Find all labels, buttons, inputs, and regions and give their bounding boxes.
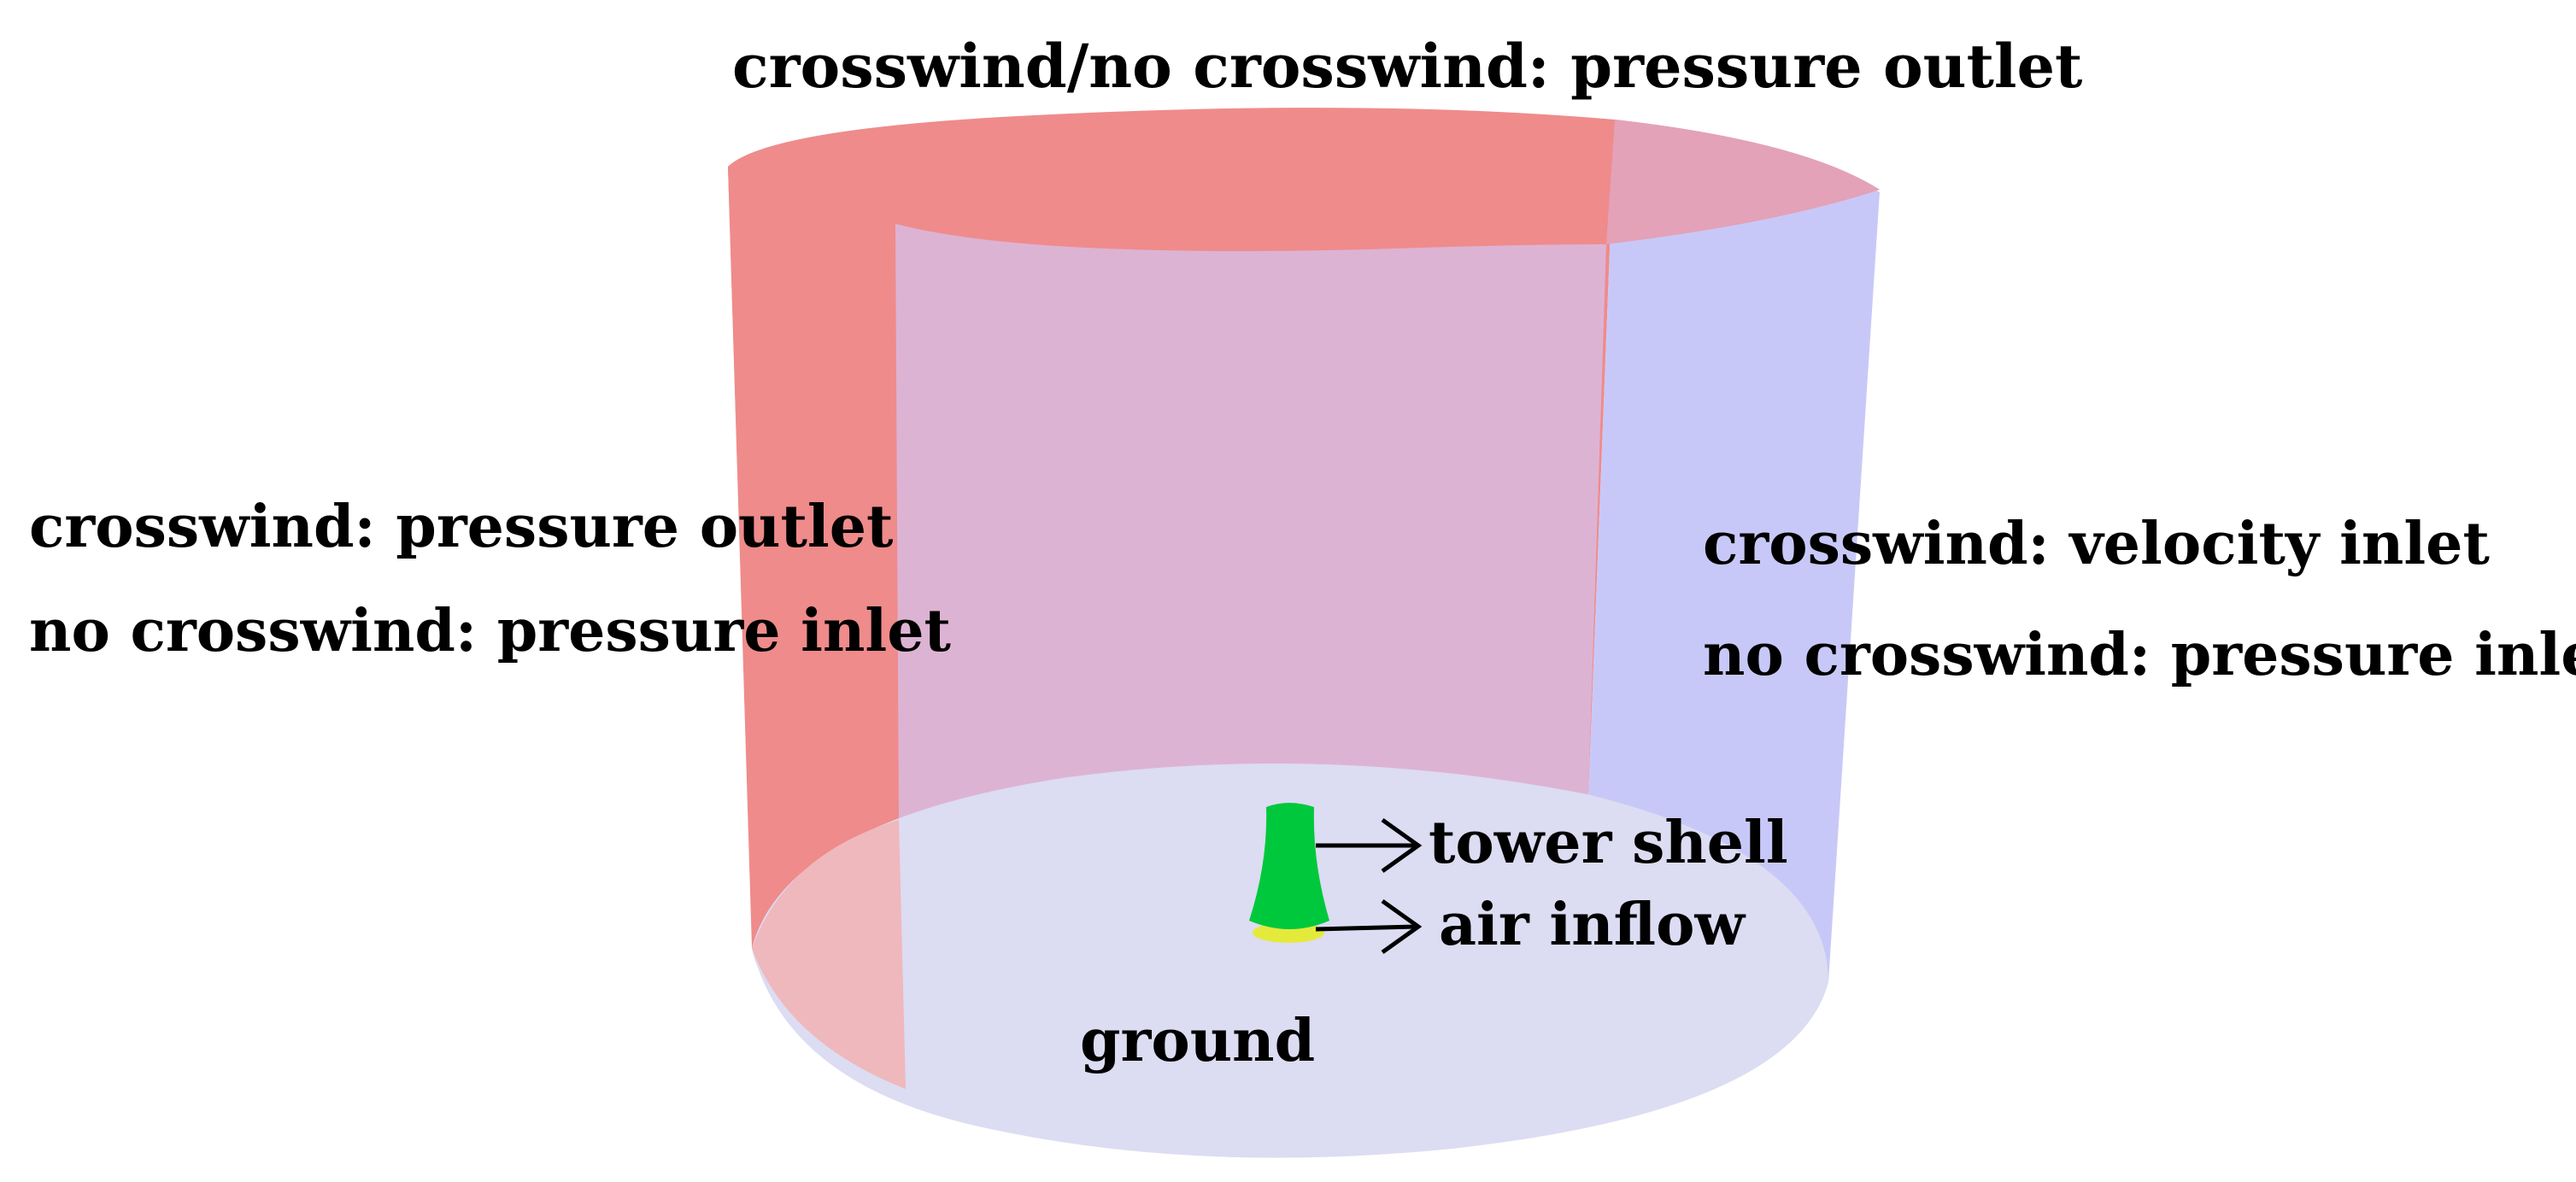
right-no-crosswind-label: no crosswind: pressure inlet (1703, 621, 2576, 689)
left-crosswind-label: crosswind: pressure outlet (29, 493, 894, 561)
left-no-crosswind-label: no crosswind: pressure inlet (29, 597, 952, 665)
arrow-air-inflow (1315, 898, 1423, 955)
tower-shell-shape (1249, 803, 1329, 929)
ground-pink-part (752, 820, 906, 1089)
top-boundary-label: crosswind/no crosswind: pressure outlet (732, 31, 2082, 102)
ground-ellipse (752, 764, 1828, 1158)
right-inlet-face (1587, 120, 1880, 982)
arrow-tower-shell (1316, 817, 1423, 874)
front-mixed-face (895, 224, 1606, 820)
ground-label: ground (1080, 1007, 1315, 1075)
top-cap-right-tint (1606, 120, 1880, 244)
air-inflow-label: air inflow (1439, 891, 1746, 959)
tower-shell-label: tower shell (1429, 809, 1788, 877)
top-cap (728, 108, 1880, 253)
right-crosswind-label: crosswind: velocity inlet (1703, 510, 2490, 578)
